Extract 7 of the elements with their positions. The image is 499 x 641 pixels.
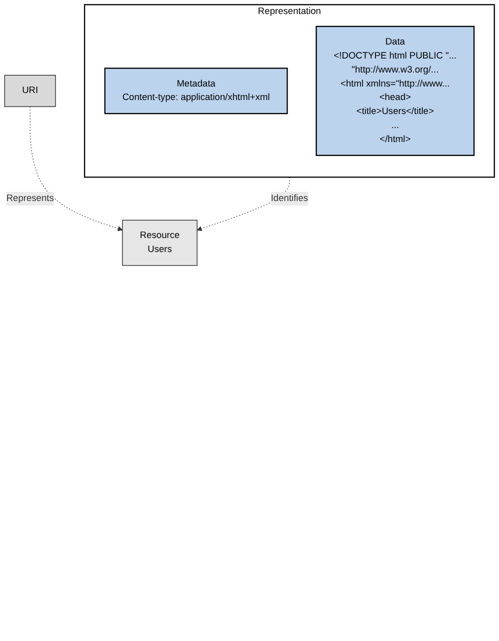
edge-label: Represents [6, 193, 54, 204]
node-box: Metadata Content-type: application/xhtml+xml [104, 68, 288, 114]
node-box: Resource Users [122, 220, 198, 266]
node-box: URI [4, 74, 56, 107]
edge-label: Identifies [270, 193, 308, 204]
arrow [30, 106, 123, 232]
node-box: Data <!DOCTYPE html PUBLIC "... "http://www.w3.org/... <html xmlns="http://www... <head> <title>Users</title> ... </html> [316, 26, 475, 156]
